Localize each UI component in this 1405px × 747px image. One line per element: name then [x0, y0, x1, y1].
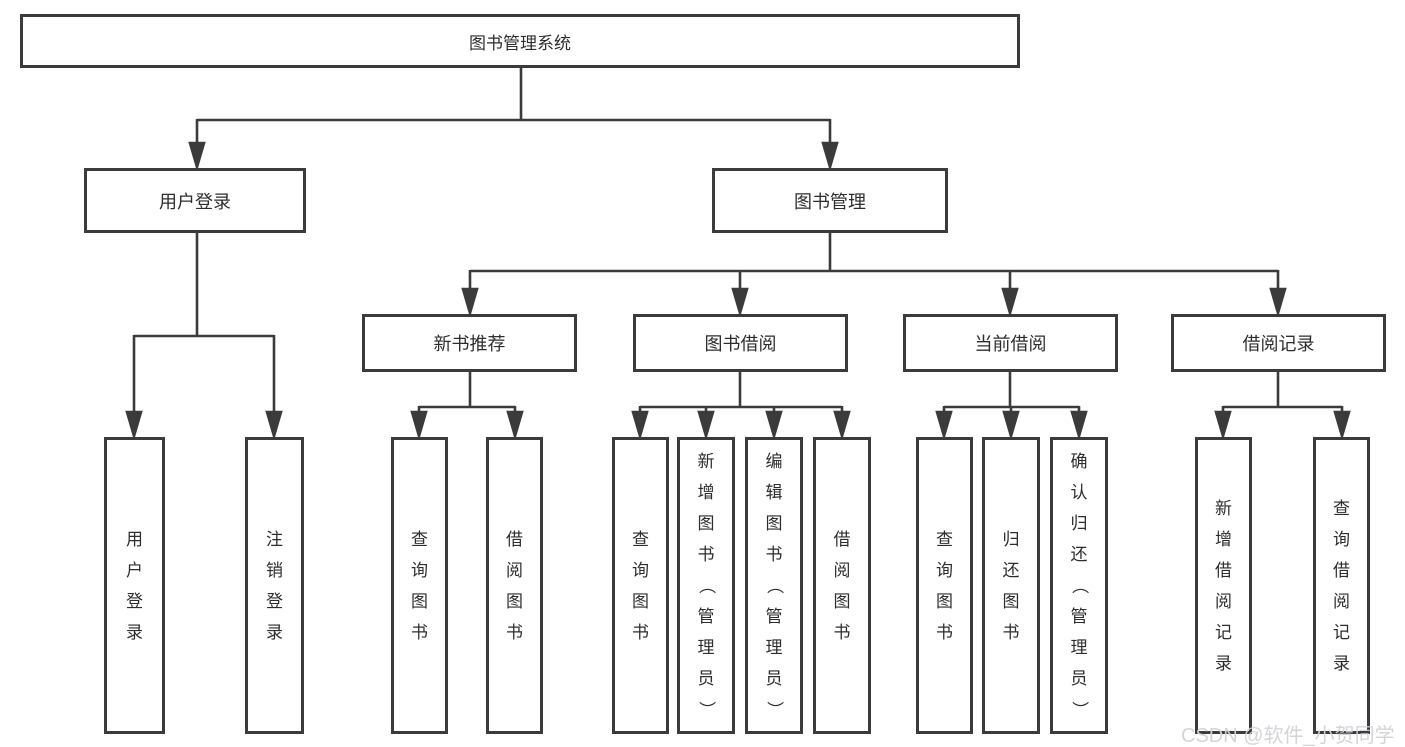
connector-book-mgmt-to-level3	[461, 232, 1287, 318]
leaf-query-borrow-record: 查询借阅记录	[1313, 437, 1370, 734]
leaf-return-books: 归还图书	[982, 437, 1040, 734]
leaf-borrow-books-recommend-label: 借阅图书	[506, 529, 523, 642]
leaf-query-books-borrow: 查询图书	[612, 437, 669, 734]
leaf-add-borrow-record-label: 新增借阅记录	[1215, 498, 1232, 673]
leaf-query-books-current-label: 查询图书	[936, 529, 953, 642]
leaf-add-books-admin: 新增图书（管理员）	[677, 437, 735, 734]
connector-borrow-records-to-leaves	[1214, 372, 1351, 441]
node-borrowing-records-label: 借阅记录	[1242, 334, 1315, 354]
leaf-user-login: 用户登录	[104, 437, 165, 734]
node-book-management-label: 图书管理	[794, 191, 866, 212]
node-user-login: 用户登录	[84, 168, 306, 233]
leaf-query-books-recommend-label: 查询图书	[411, 529, 428, 642]
connector-root-to-level2	[188, 68, 839, 172]
leaf-user-login-label: 用户登录	[126, 529, 143, 642]
leaf-borrow-books-recommend: 借阅图书	[486, 437, 543, 734]
csdn-watermark: CSDN @软件_小贺同学	[1181, 725, 1395, 747]
leaf-borrow-books-label: 借阅图书	[833, 529, 851, 642]
node-borrowing-records: 借阅记录	[1171, 314, 1386, 372]
leaf-add-borrow-record: 新增借阅记录	[1195, 437, 1252, 734]
leaf-edit-books-admin-label: 编辑图书（管理员）	[764, 452, 784, 718]
node-book-borrowing-label: 图书借阅	[704, 334, 777, 354]
node-book-borrowing: 图书借阅	[633, 314, 848, 372]
node-book-management: 图书管理	[712, 168, 948, 233]
leaf-query-books-borrow-label: 查询图书	[632, 529, 649, 642]
leaf-query-books-current: 查询图书	[916, 437, 973, 734]
leaf-logout: 注销登录	[245, 437, 304, 734]
connector-current-borrow-to-leaves	[935, 372, 1088, 441]
connector-book-borrow-to-leaves	[631, 372, 851, 441]
leaf-add-books-admin-label: 新增图书（管理员）	[696, 452, 716, 718]
node-root-system: 图书管理系统	[20, 14, 1020, 68]
leaf-borrow-books: 借阅图书	[813, 437, 871, 734]
leaf-query-books-recommend: 查询图书	[391, 437, 448, 734]
node-new-book-recommend-label: 新书推荐	[433, 334, 506, 354]
connector-user-login-to-leaves	[125, 232, 283, 441]
leaf-logout-label: 注销登录	[266, 529, 283, 642]
leaf-query-borrow-record-label: 查询借阅记录	[1333, 498, 1350, 673]
node-user-login-label: 用户登录	[159, 191, 231, 212]
leaf-edit-books-admin: 编辑图书（管理员）	[745, 437, 803, 734]
node-current-borrowing-label: 当前借阅	[974, 334, 1047, 354]
node-current-borrowing: 当前借阅	[903, 314, 1118, 372]
node-root-label: 图书管理系统	[469, 33, 571, 53]
node-new-book-recommend: 新书推荐	[362, 314, 577, 372]
leaf-confirm-return-admin-label: 确认归还（管理员）	[1069, 452, 1089, 718]
connector-new-books-to-leaves	[410, 372, 524, 441]
leaf-return-books-label: 归还图书	[1002, 529, 1020, 642]
leaf-confirm-return-admin: 确认归还（管理员）	[1050, 437, 1108, 734]
